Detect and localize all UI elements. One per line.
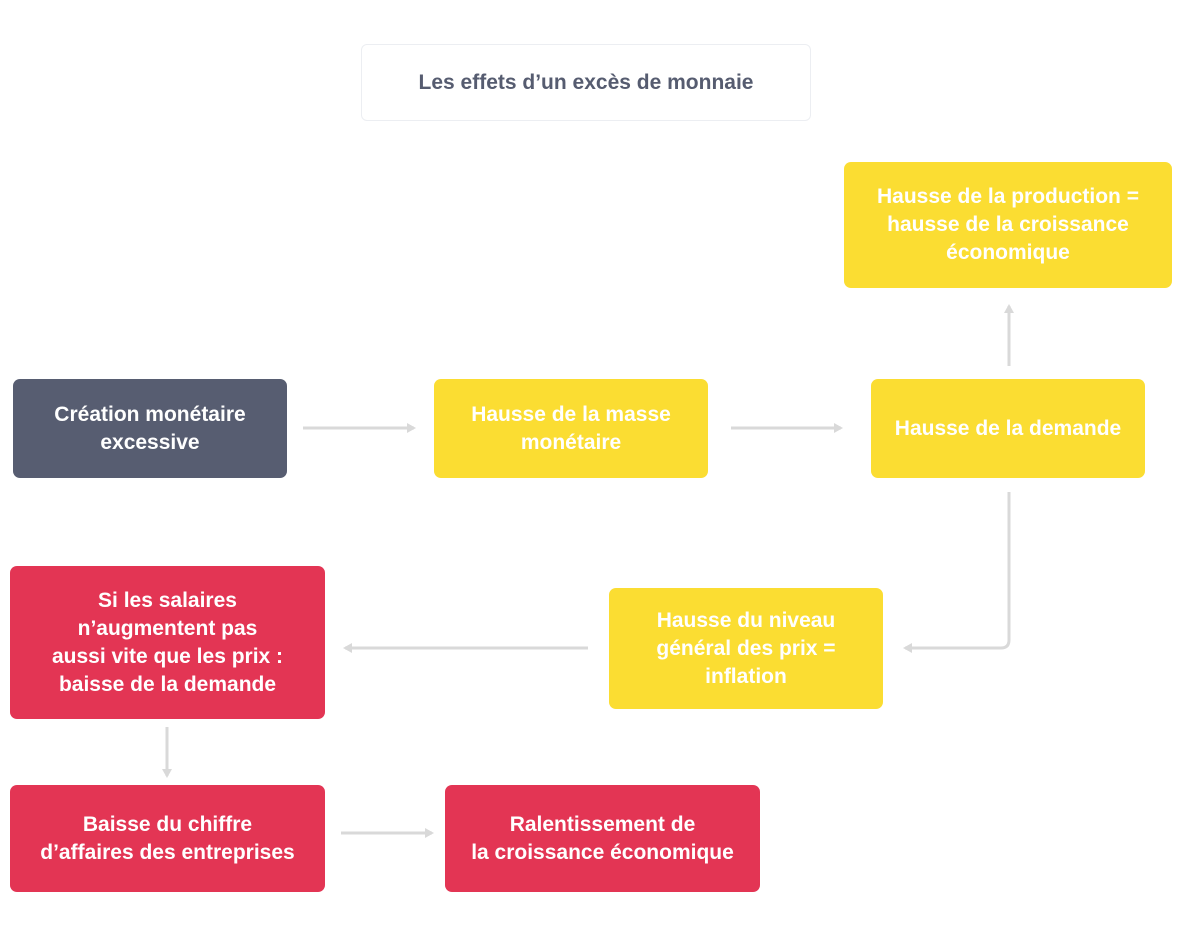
node-hausse-production: Hausse de la production = hausse de la c… <box>844 162 1172 288</box>
arrow-demande-to-prix <box>903 492 1011 653</box>
node-ralentissement-croissance: Ralentissement de la croissance économiq… <box>445 785 760 892</box>
node-baisse-chiffre-affaires: Baisse du chiffre d’affaires des entrepr… <box>10 785 325 892</box>
node-baisse-demande: Si les salaires n’augmentent pas aussi v… <box>10 566 325 719</box>
diagram-title: Les effets d’un excès de monnaie <box>361 44 811 121</box>
node-hausse-masse-monetaire: Hausse de la masse monétaire <box>434 379 708 478</box>
node-hausse-prix: Hausse du niveau général des prix = infl… <box>609 588 883 709</box>
node-creation-monetaire: Création monétaire excessive <box>13 379 287 478</box>
node-hausse-demande: Hausse de la demande <box>871 379 1145 478</box>
